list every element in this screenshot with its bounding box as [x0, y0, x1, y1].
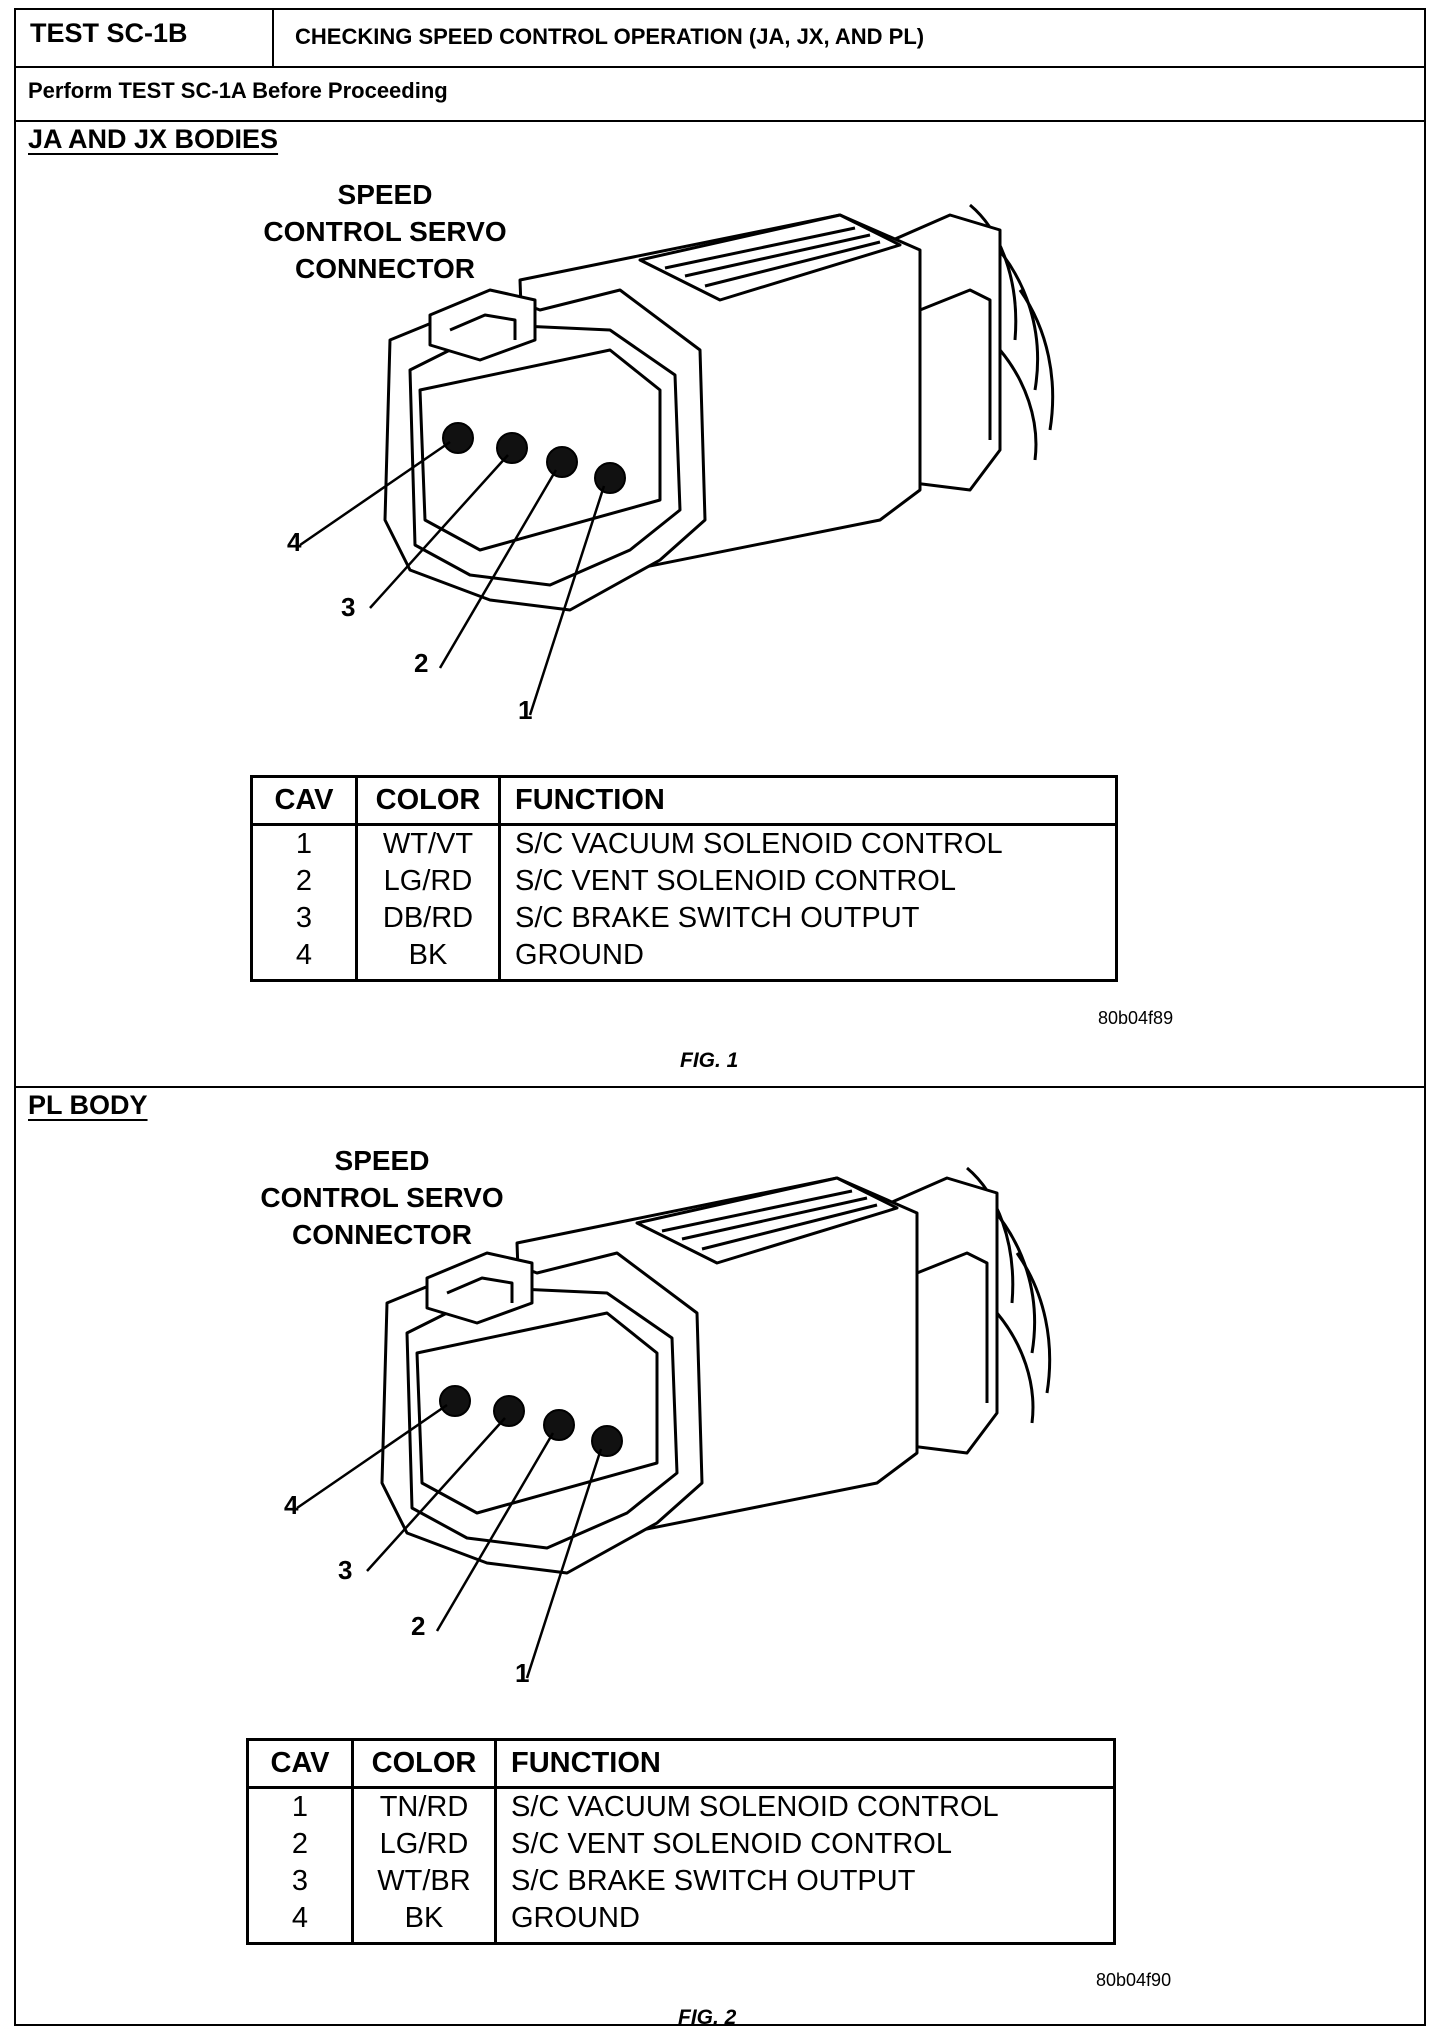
section-heading-pl: PL BODY: [28, 1090, 148, 1120]
table-cell-function: S/C VENT SOLENOID CONTROL: [515, 865, 956, 897]
column-divider: [355, 778, 358, 979]
wiring-table-1: CAV COLOR FUNCTION 1 WT/VT S/C VACUUM SO…: [250, 775, 1118, 982]
callout-1: 1: [518, 695, 533, 725]
table-cell-color: BK: [408, 939, 448, 971]
section-heading-ja-jx: JA AND JX BODIES: [28, 124, 279, 154]
table-cell-color: WT/VT: [382, 828, 474, 860]
callout-2: 2: [411, 1611, 426, 1641]
page-frame: [14, 8, 1426, 2026]
terminal-3: [496, 432, 528, 464]
column-divider: [494, 1741, 497, 1942]
header-function: FUNCTION: [515, 784, 665, 816]
callout-3: 3: [341, 592, 356, 622]
header-col-divider: [272, 8, 274, 66]
table-cell-color: LG/RD: [383, 865, 473, 897]
test-id: TEST SC-1B: [30, 18, 188, 48]
table-cell-cav: 3: [291, 1865, 309, 1897]
header-divider: [14, 66, 1426, 68]
connector-wires: [969, 203, 1055, 461]
callout-lines: [299, 440, 606, 716]
figure-caption: FIG. 1: [680, 1049, 739, 1072]
terminal-cavities: [439, 1385, 623, 1457]
header-cav: CAV: [270, 1747, 330, 1779]
callout-1: 1: [515, 1658, 530, 1688]
table-cell-color: WT/BR: [377, 1865, 471, 1897]
callout-lines: [296, 1403, 603, 1679]
table-header: [253, 778, 1115, 826]
header-color: COLOR: [375, 784, 481, 816]
header-cav: CAV: [274, 784, 334, 816]
column-divider: [351, 1741, 354, 1942]
connector-body: [380, 1176, 999, 1575]
table-cell-cav: 2: [295, 865, 313, 897]
table-cell-cav: 1: [291, 1791, 309, 1823]
callout-3: 3: [338, 1555, 353, 1585]
terminal-4: [439, 1385, 471, 1417]
table-header: [249, 1741, 1113, 1789]
figure-caption: FIG. 2: [678, 2006, 737, 2029]
prerequisite-note: Perform TEST SC-1A Before Proceeding: [28, 78, 448, 103]
test-title: CHECKING SPEED CONTROL OPERATION (JA, JX…: [295, 24, 925, 49]
table-cell-function: S/C VENT SOLENOID CONTROL: [511, 1828, 952, 1860]
note-divider: [14, 120, 1426, 122]
table-cell-color: LG/RD: [379, 1828, 469, 1860]
column-divider: [498, 778, 501, 979]
table-cell-function: GROUND: [515, 939, 644, 971]
table-cell-cav: 4: [295, 939, 313, 971]
terminal-3: [493, 1395, 525, 1427]
connector-title: SPEED CONTROL SERVO CONNECTOR: [192, 1142, 572, 1253]
connector-title-line: CONTROL SERVO: [260, 1182, 504, 1213]
header-function: FUNCTION: [511, 1747, 661, 1779]
connector-title-line: SPEED: [334, 1145, 430, 1176]
connector-diagram: [296, 1166, 1052, 1679]
terminal-4: [442, 422, 474, 454]
connector-title-line: CONNECTOR: [295, 253, 475, 284]
callout-4: 4: [284, 1490, 299, 1520]
connector-wires: [966, 1166, 1052, 1424]
figure-reference: 80b04f90: [1096, 1970, 1172, 1990]
callout-4: 4: [287, 527, 302, 557]
table-cell-function: S/C BRAKE SWITCH OUTPUT: [511, 1865, 916, 1897]
table-cell-color: DB/RD: [382, 902, 474, 934]
connector-title-line: SPEED: [337, 179, 433, 210]
terminal-2: [543, 1409, 575, 1441]
table-cell-color: BK: [404, 1902, 444, 1934]
section-divider: [14, 1086, 1426, 1088]
table-cell-cav: 1: [295, 828, 313, 860]
connector-body: [383, 213, 1002, 612]
terminal-1: [594, 462, 626, 494]
terminal-1: [591, 1425, 623, 1457]
table-cell-cav: 2: [291, 1828, 309, 1860]
table-cell-color: TN/RD: [379, 1791, 469, 1823]
connector-diagram: [299, 203, 1055, 716]
figure-reference: 80b04f89: [1098, 1008, 1174, 1028]
table-cell-cav: 3: [295, 902, 313, 934]
callout-2: 2: [414, 648, 429, 678]
table-cell-function: S/C VACUUM SOLENOID CONTROL: [511, 1791, 999, 1823]
table-cell-cav: 4: [291, 1902, 309, 1934]
wiring-table-2: CAV COLOR FUNCTION 1 TN/RD S/C VACUUM SO…: [246, 1738, 1116, 1945]
table-cell-function: S/C BRAKE SWITCH OUTPUT: [515, 902, 920, 934]
connector-title: SPEED CONTROL SERVO CONNECTOR: [195, 176, 575, 287]
terminal-2: [546, 446, 578, 478]
connector-title-line: CONTROL SERVO: [263, 216, 507, 247]
table-cell-function: GROUND: [511, 1902, 640, 1934]
table-cell-function: S/C VACUUM SOLENOID CONTROL: [515, 828, 1003, 860]
header-color: COLOR: [371, 1747, 477, 1779]
terminal-cavities: [442, 422, 626, 494]
connector-title-line: CONNECTOR: [292, 1219, 472, 1250]
